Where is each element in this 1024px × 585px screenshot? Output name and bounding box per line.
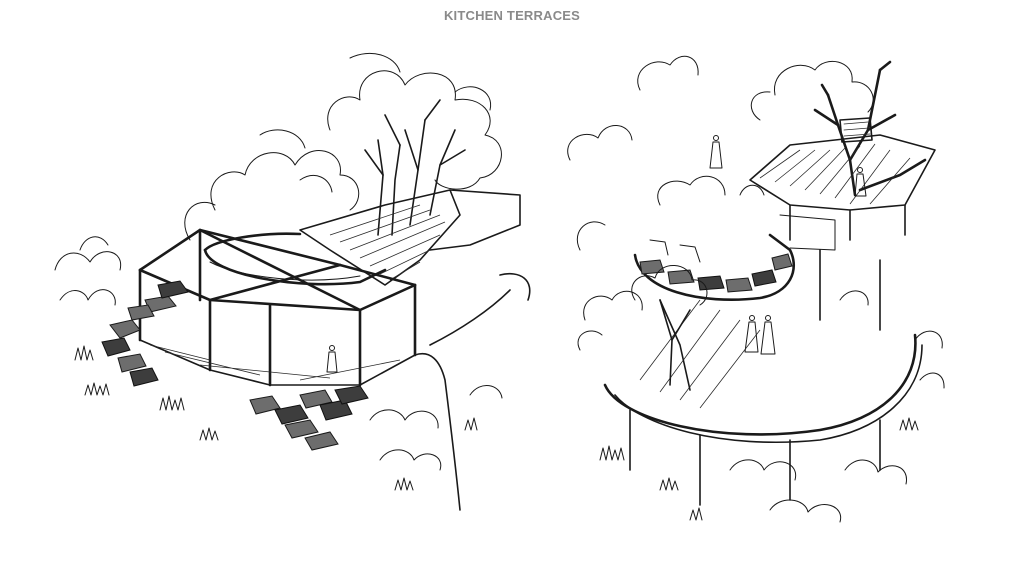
right-deck-posts xyxy=(819,249,881,331)
left-stone-steps xyxy=(101,280,189,387)
right-tree-canopy xyxy=(567,55,874,251)
left-tree-canopy xyxy=(184,52,502,241)
left-stone-wall-front xyxy=(249,385,369,451)
right-lower-deck xyxy=(603,299,923,506)
right-dead-tree xyxy=(813,60,927,197)
left-pavilion-floor xyxy=(139,339,416,386)
left-tree-trunks xyxy=(364,99,466,236)
right-small-hut xyxy=(839,117,873,143)
right-vegetation xyxy=(577,184,945,523)
left-person-figure xyxy=(326,345,338,373)
left-winding-path xyxy=(414,273,531,511)
right-deck-tree xyxy=(631,265,708,386)
left-upper-deck xyxy=(299,189,521,286)
right-curved-stone-wall xyxy=(633,233,796,301)
page-title: KITCHEN TERRACES xyxy=(443,8,581,23)
left-sketch-pavilion xyxy=(54,52,531,511)
left-curved-planter xyxy=(203,232,387,286)
left-pavilion-frame xyxy=(138,228,417,387)
right-upper-platform xyxy=(749,134,936,251)
right-person-figures xyxy=(709,135,867,355)
right-sketch-terrace xyxy=(567,55,945,523)
left-vegetation xyxy=(54,236,503,491)
